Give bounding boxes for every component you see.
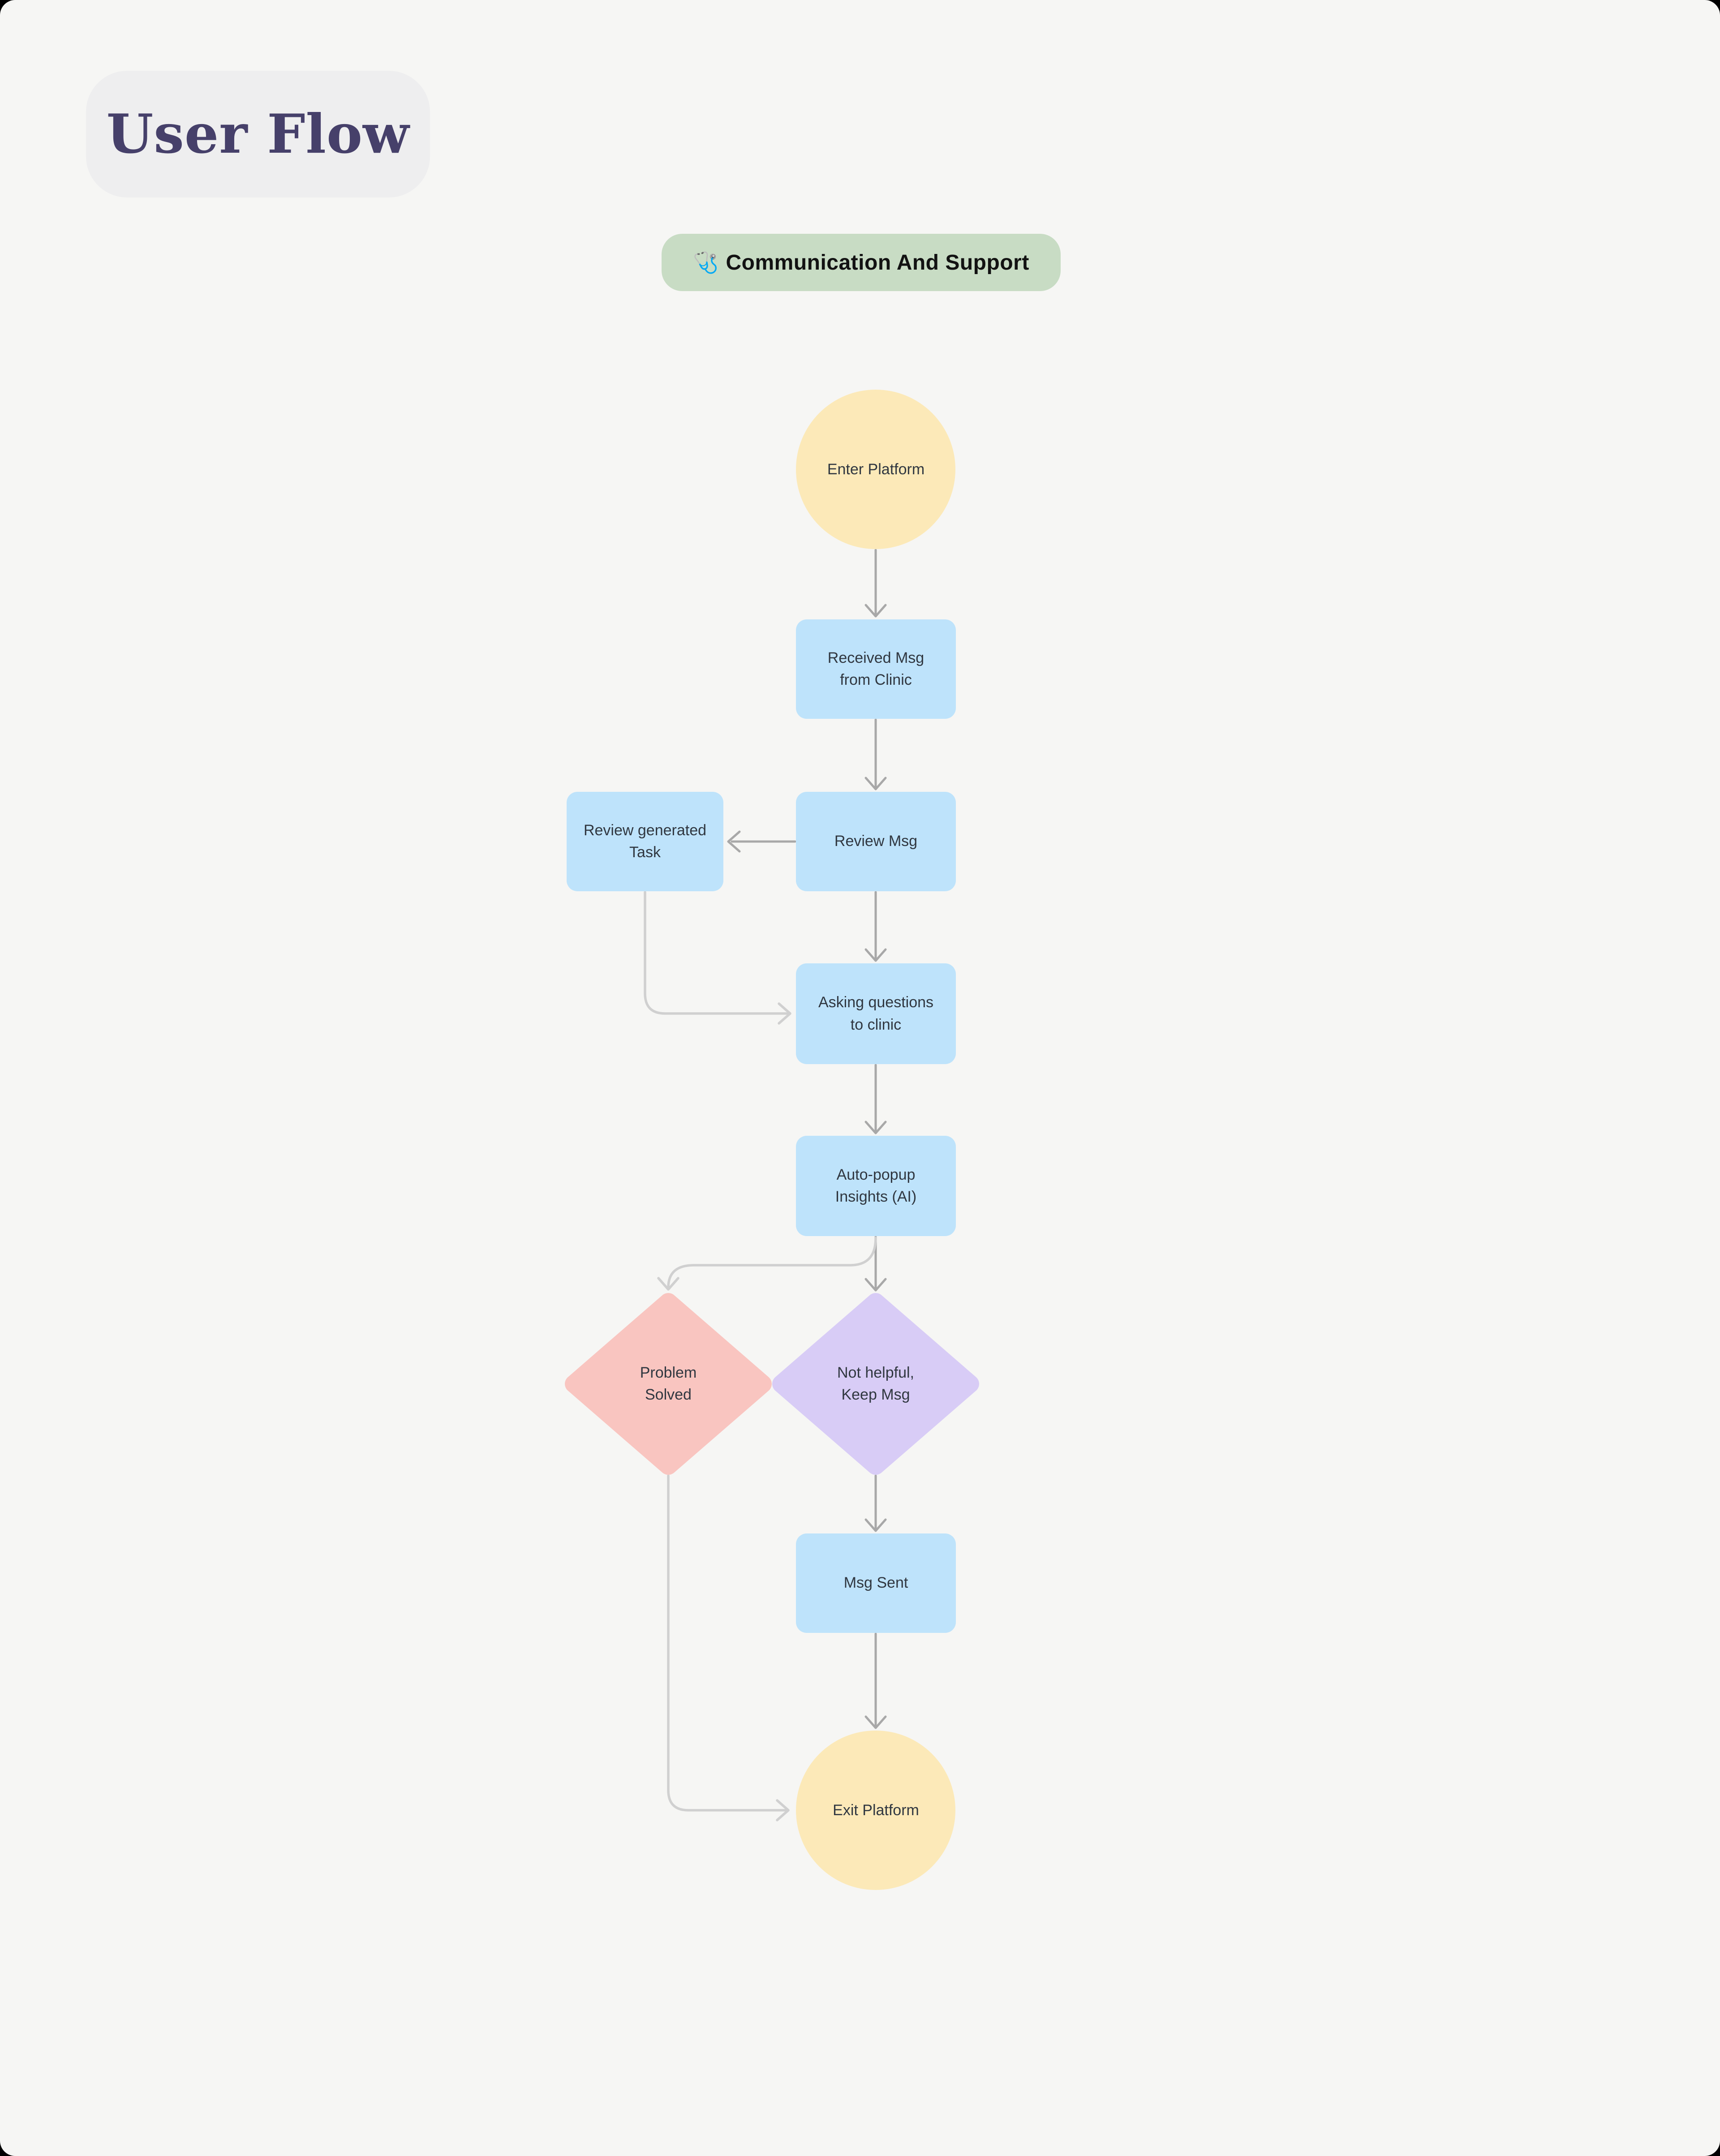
edge-problemsolved-to-exit-arrowhead <box>776 1799 790 1821</box>
edge-insights-to-problemsolved-arrowhead <box>657 1277 679 1291</box>
edge-reviewmsg-to-reviewtask-arrowhead <box>727 830 741 853</box>
edge-enter-to-received-arrowhead <box>864 604 887 618</box>
edge-reviewtask-to-asking <box>644 891 790 1015</box>
edge-reviewtask-to-asking-arrowhead <box>778 1002 791 1025</box>
node-asking-questions-label: Asking questions to clinic <box>818 994 934 1033</box>
edge-asking-to-insights-arrowhead <box>864 1121 887 1134</box>
edge-received-to-reviewmsg-arrowhead <box>864 777 887 790</box>
edge-reviewmsg-to-asking-arrowhead <box>864 948 887 962</box>
elbow-edges <box>644 891 877 1821</box>
node-not-helpful-label: Not helpful, Keep Msg <box>837 1364 914 1403</box>
section-badge-label: Communication And Support <box>726 250 1029 275</box>
title-card: User Flow <box>86 71 430 198</box>
node-review-msg-shape <box>796 792 956 891</box>
straight-edges <box>727 549 887 1729</box>
edge-msgsent-to-exit-arrowhead <box>864 1715 887 1729</box>
page-title: User Flow <box>106 103 410 166</box>
stethoscope-icon: 🩺 <box>693 251 719 274</box>
node-received-msg-label: Received Msg from Clinic <box>827 649 924 688</box>
edge-problemsolved-to-exit <box>667 1474 788 1812</box>
node-exit-platform-label: Exit Platform <box>833 1801 919 1819</box>
node-msg-sent-label: Msg Sent <box>843 1574 908 1592</box>
node-msg-sent-shape <box>796 1533 956 1633</box>
node-problem-solved-label: Problem Solved <box>640 1364 697 1403</box>
node-review-generated-task-label: Review generated Task <box>583 821 707 861</box>
section-badge: 🩺 Communication And Support <box>662 234 1061 291</box>
node-problem-solved-shape <box>565 1293 772 1475</box>
node-enter-platform-label: Enter Platform <box>827 460 925 478</box>
node-review-generated-task-shape <box>567 792 723 891</box>
node-asking-questions-shape <box>796 963 956 1064</box>
node-enter-platform-shape <box>796 390 955 549</box>
node-review-msg-label: Review Msg <box>834 833 918 850</box>
node-auto-popup-insights-label: Auto-popup Insights (AI) <box>835 1166 917 1205</box>
edge-nothelpful-to-msgsent-arrowhead <box>864 1518 887 1532</box>
node-received-msg-shape <box>796 619 956 719</box>
node-not-helpful-shape <box>772 1293 979 1475</box>
edge-insights-to-nothelpful-arrowhead <box>864 1278 887 1292</box>
node-auto-popup-insights-shape <box>796 1136 956 1236</box>
node-exit-platform-shape <box>796 1731 955 1890</box>
edge-insights-to-problemsolved <box>667 1237 877 1289</box>
